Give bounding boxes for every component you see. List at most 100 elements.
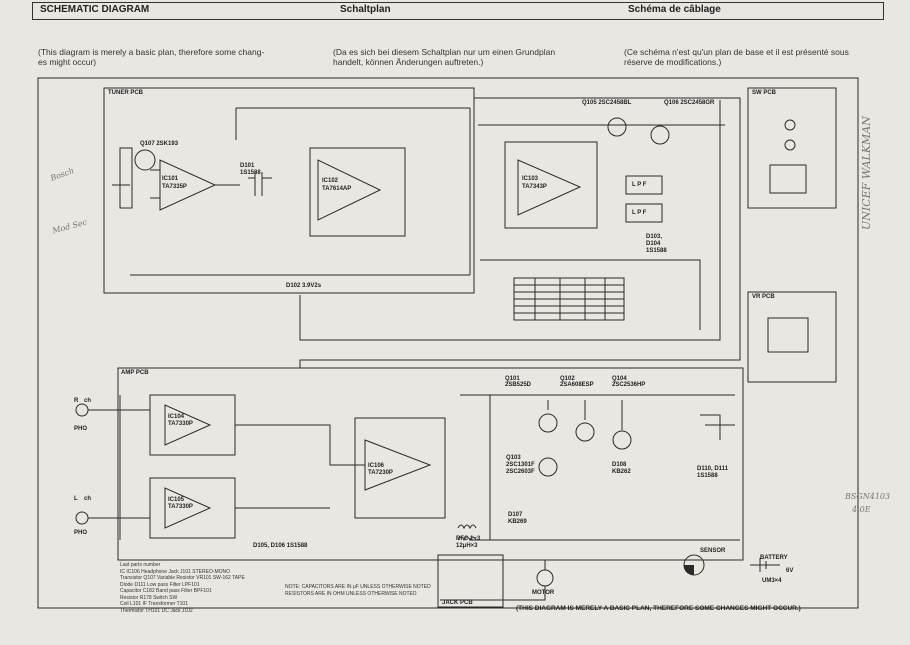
battery-type: UM3×4 — [762, 578, 782, 584]
note-en-1: (This diagram is merely a basic plan, th… — [38, 47, 265, 57]
header-frame — [32, 2, 884, 20]
jack-l-symbol — [75, 511, 89, 525]
battery-voltage: 6V — [786, 568, 794, 574]
handwriting-right-1: BSGN4103 — [845, 492, 891, 501]
q103-symbol — [538, 457, 558, 477]
d103-label: D103, — [646, 234, 663, 240]
jack-r-pho: PHO — [74, 426, 88, 432]
q107-symbol — [134, 149, 156, 171]
q103-part-2: 2SC2603F — [506, 469, 535, 475]
ic105-part: TA7330P — [168, 504, 193, 510]
jack-r-ch: ch — [84, 398, 92, 404]
ic104-symbol — [164, 404, 212, 446]
legend-note-2: RESISTORS ARE IN OHM UNLESS OTHERWISE NO… — [285, 591, 417, 597]
d101-label: D101 — [240, 163, 255, 169]
title-de: Schaltplan — [340, 4, 391, 15]
legend-line: IC IC106 Headphone Jack J101 STEREO-MONO — [120, 568, 231, 575]
d108-part: KB262 — [612, 469, 631, 475]
lpf-2-label: L P F — [632, 210, 647, 216]
motor-symbol — [536, 569, 554, 587]
q101-label: Q101 — [505, 376, 520, 382]
ic103-part: TA7343P — [522, 184, 547, 190]
note-de-2: handelt, können Änderungen auftreten.) — [333, 57, 484, 67]
ic104-part: TA7330P — [168, 421, 193, 427]
ic106-part: TA7230P — [368, 470, 393, 476]
q105-symbol — [607, 117, 627, 137]
ic105-symbol — [164, 487, 212, 529]
d108-label: D108 — [612, 462, 627, 468]
handwriting-side: UNICEF WALKMAN — [860, 116, 873, 230]
vr-pcb-frame — [747, 291, 837, 383]
d105-label: D105, D106 1S1588 — [253, 543, 308, 549]
legend-line: Capacitor C182 Band pass Filter BPF101 — [120, 588, 212, 594]
note-fr-2: réserve de modifications.) — [624, 57, 722, 67]
header: SCHEMATIC DIAGRAM Schaltplan Schéma de c… — [0, 0, 910, 20]
q107-label: Q107 2SK193 — [140, 141, 179, 147]
jack-r-label: R — [74, 398, 79, 404]
footer-note: (THIS DIAGRAM IS MERELY A BASIC PLAN, TH… — [516, 605, 801, 612]
rfc-value: 12μH×3 — [456, 543, 478, 549]
jack-l-pho: PHO — [74, 530, 88, 536]
ic101-symbol — [159, 159, 217, 211]
sw-pcb-frame — [747, 87, 837, 209]
note-fr-1: (Ce schéma n'est qu'un plan de base et i… — [624, 47, 849, 57]
parts-legend: Last parts number IC IC106 Headphone Jac… — [120, 562, 245, 614]
sw-pcb-label: SW PCB — [752, 90, 776, 96]
legend-line: Coil L101 IF Transformer T101 — [120, 601, 188, 607]
q105-label: Q105 2SC2458BL — [582, 100, 632, 106]
q102-part: 2SA608ESP — [560, 382, 594, 388]
ic105-label: IC105 — [168, 497, 185, 503]
q103-label: Q103 — [506, 455, 521, 461]
q101-part: 2SB525D — [505, 382, 532, 388]
d101-part: 1S1588 — [240, 170, 261, 176]
ic102-part: TA7614AP — [322, 186, 352, 192]
ic102-symbol — [317, 159, 382, 221]
ic106-label: IC106 — [368, 463, 385, 469]
lpf-1-label: L P F — [632, 182, 647, 188]
note-de-1: (Da es sich bei diesem Schaltplan nur um… — [333, 47, 556, 57]
d110-part: 1S1588 — [697, 473, 718, 479]
d110-label: D110, D111 — [697, 466, 729, 472]
q104-part: 2SC2536HP — [612, 382, 646, 388]
q106-label: Q106 2SC2458GR — [664, 100, 715, 106]
jack-l-ch: ch — [84, 496, 92, 502]
battery-label: BATTERY — [760, 555, 788, 561]
handwriting-right-2: 4.0E — [852, 505, 871, 514]
tuner-pcb-frame — [103, 87, 475, 294]
d103-part: 1S1588 — [646, 248, 667, 254]
ic104-label: IC104 — [168, 414, 185, 420]
d104-label: D104 — [646, 241, 661, 247]
note-en-2: es might occur) — [38, 57, 97, 67]
vr-pcb-label: VR PCB — [752, 294, 775, 300]
lpf-box-1 — [625, 175, 663, 195]
q103-part: 2SC1301F — [506, 462, 535, 468]
legend-line: Diode D111 Low pass Filter LPF101 — [120, 581, 200, 588]
q101-symbol — [538, 413, 558, 433]
outer-frame — [37, 77, 859, 609]
legend-note-1: NOTE: CAPACITORS ARE IN μF UNLESS OTHERW… — [285, 584, 431, 590]
legend-line: Thermistor TH101 DC Jack J102 — [120, 607, 193, 614]
legend-line: Transistor Q107 Variable Resistor VR101 … — [120, 575, 245, 581]
q102-symbol — [575, 422, 595, 442]
title-fr: Schéma de câblage — [628, 4, 721, 15]
title-en: SCHEMATIC DIAGRAM — [40, 4, 150, 15]
ic101-part: TA7335P — [162, 184, 187, 190]
jack-pcb-frame — [437, 554, 504, 608]
amp-pcb-label: AMP PCB — [121, 370, 149, 376]
ic102-label: IC102 — [322, 178, 339, 184]
q104-label: Q104 — [612, 376, 627, 382]
tuner-pcb-label: TUNER PCB — [108, 90, 144, 96]
q106-symbol — [650, 125, 670, 145]
d107-label: D107 — [508, 512, 523, 518]
ic103-label: IC103 — [522, 176, 539, 182]
legend-line: Last parts number — [120, 562, 161, 568]
amp-pcb-frame — [117, 367, 744, 561]
ic101-label: IC101 — [162, 176, 179, 182]
jack-pcb-label: JACK PCB — [442, 600, 473, 606]
q104-symbol — [612, 430, 632, 450]
lpf-box-2 — [625, 203, 663, 223]
jack-r-symbol — [75, 403, 89, 417]
ic103-symbol — [517, 159, 582, 216]
jack-l-label: L — [74, 496, 78, 502]
